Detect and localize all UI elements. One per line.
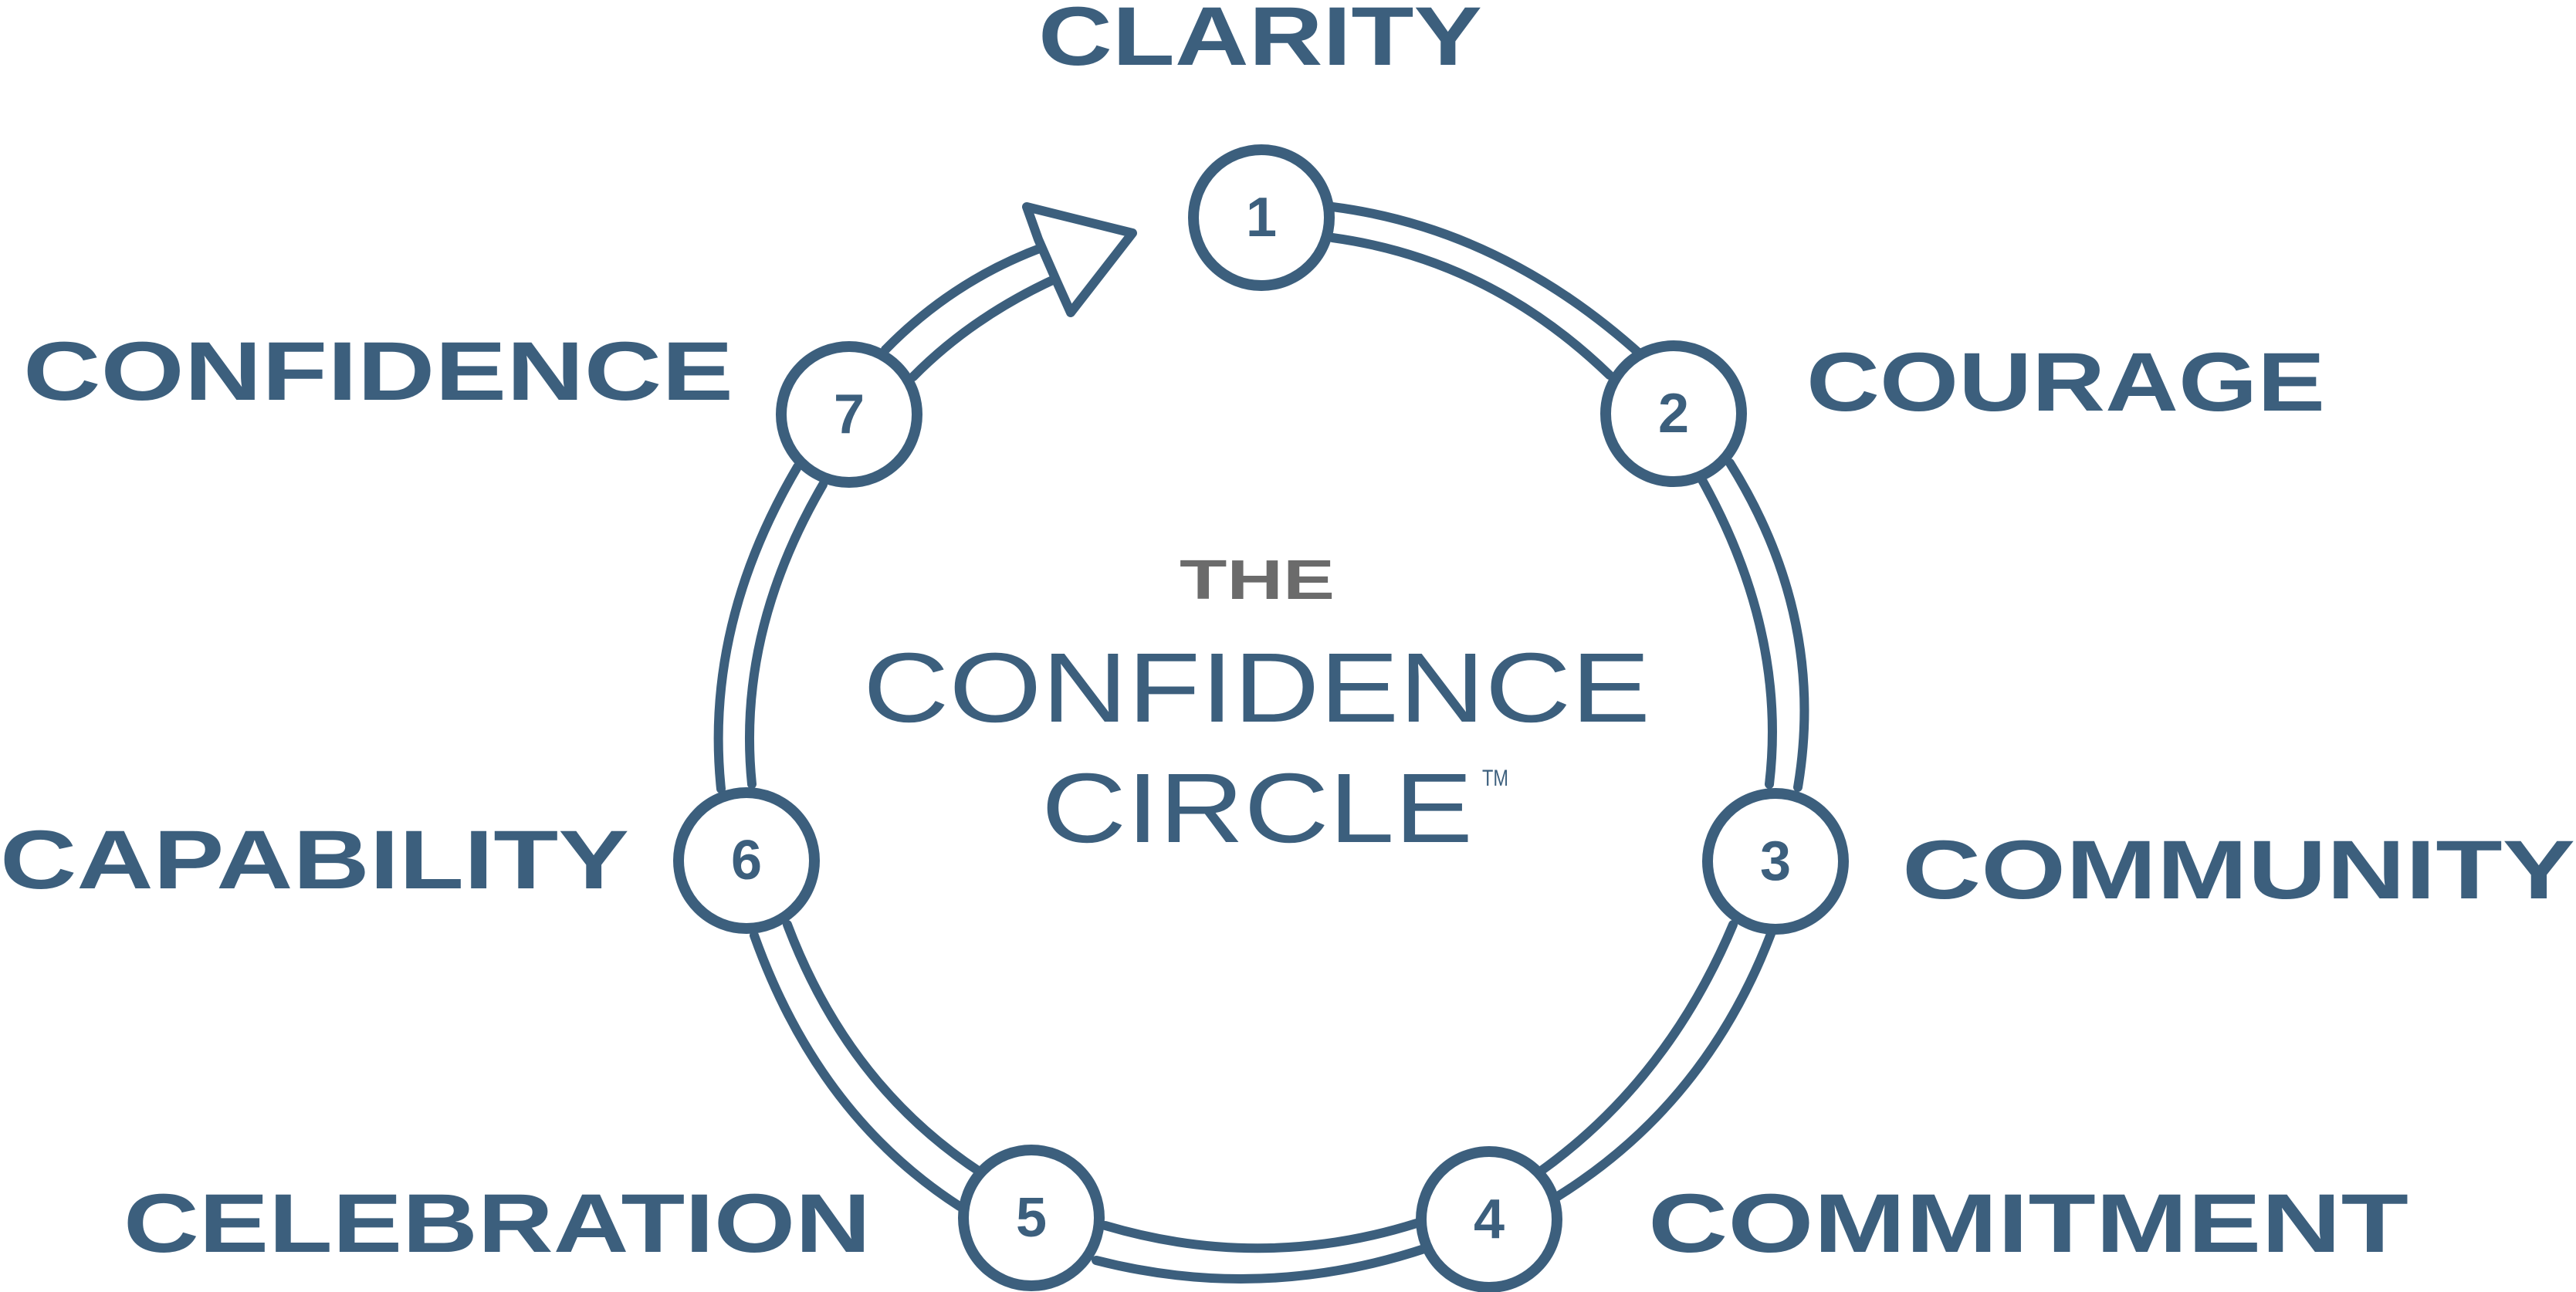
center-line2: CIRCLE: [1041, 753, 1473, 864]
node-1-number: 1: [1246, 187, 1277, 249]
node-5: 5: [958, 1145, 1105, 1291]
band-outer-4-5: [1092, 1243, 1431, 1284]
band-outer-2-3: [1725, 458, 1809, 792]
band-inner-6-7: [744, 480, 828, 789]
node-4: 4: [1416, 1146, 1562, 1292]
band-outer-5-6: [750, 931, 964, 1211]
band-inner-4-5: [1101, 1219, 1421, 1253]
label-community: COMMUNITY: [1902, 823, 2575, 916]
center-the: THE: [1180, 550, 1335, 611]
band-outer-1-2: [1328, 202, 1647, 360]
band-outer-6-7: [713, 462, 802, 793]
label-capability: CAPABILITY: [0, 813, 629, 906]
center-trademark: TM: [1482, 766, 1508, 791]
label-courage: COURAGE: [1806, 335, 2325, 428]
node-6: 6: [673, 787, 820, 934]
band-inner-3-4: [1535, 920, 1738, 1176]
center-line1: CONFIDENCE: [863, 633, 1650, 743]
band-inner-7-arrow: [909, 273, 1062, 381]
band-inner-2-3: [1698, 475, 1777, 789]
ring-band: [713, 202, 1809, 1284]
node-6-number: 6: [731, 830, 762, 891]
node-1: 1: [1188, 144, 1335, 291]
label-clarity: CLARITY: [1038, 0, 1482, 83]
node-7-number: 7: [834, 384, 865, 445]
node-2: 2: [1600, 340, 1747, 487]
arrow-head: [1022, 202, 1137, 317]
label-confidence: CONFIDENCE: [23, 324, 733, 418]
band-inner-1-2: [1328, 233, 1614, 380]
label-commitment: COMMITMENT: [1648, 1176, 2408, 1270]
node-3-number: 3: [1760, 830, 1791, 892]
node-7: 7: [776, 341, 922, 488]
band-outer-7-arrow: [881, 242, 1048, 354]
band-outer-3-4: [1553, 929, 1775, 1201]
node-5-number: 5: [1016, 1187, 1047, 1249]
node-3: 3: [1702, 788, 1849, 935]
label-celebration: CELEBRATION: [124, 1176, 871, 1270]
band-inner-5-6: [783, 920, 989, 1179]
node-2-number: 2: [1658, 383, 1689, 445]
node-4-number: 4: [1474, 1189, 1505, 1250]
